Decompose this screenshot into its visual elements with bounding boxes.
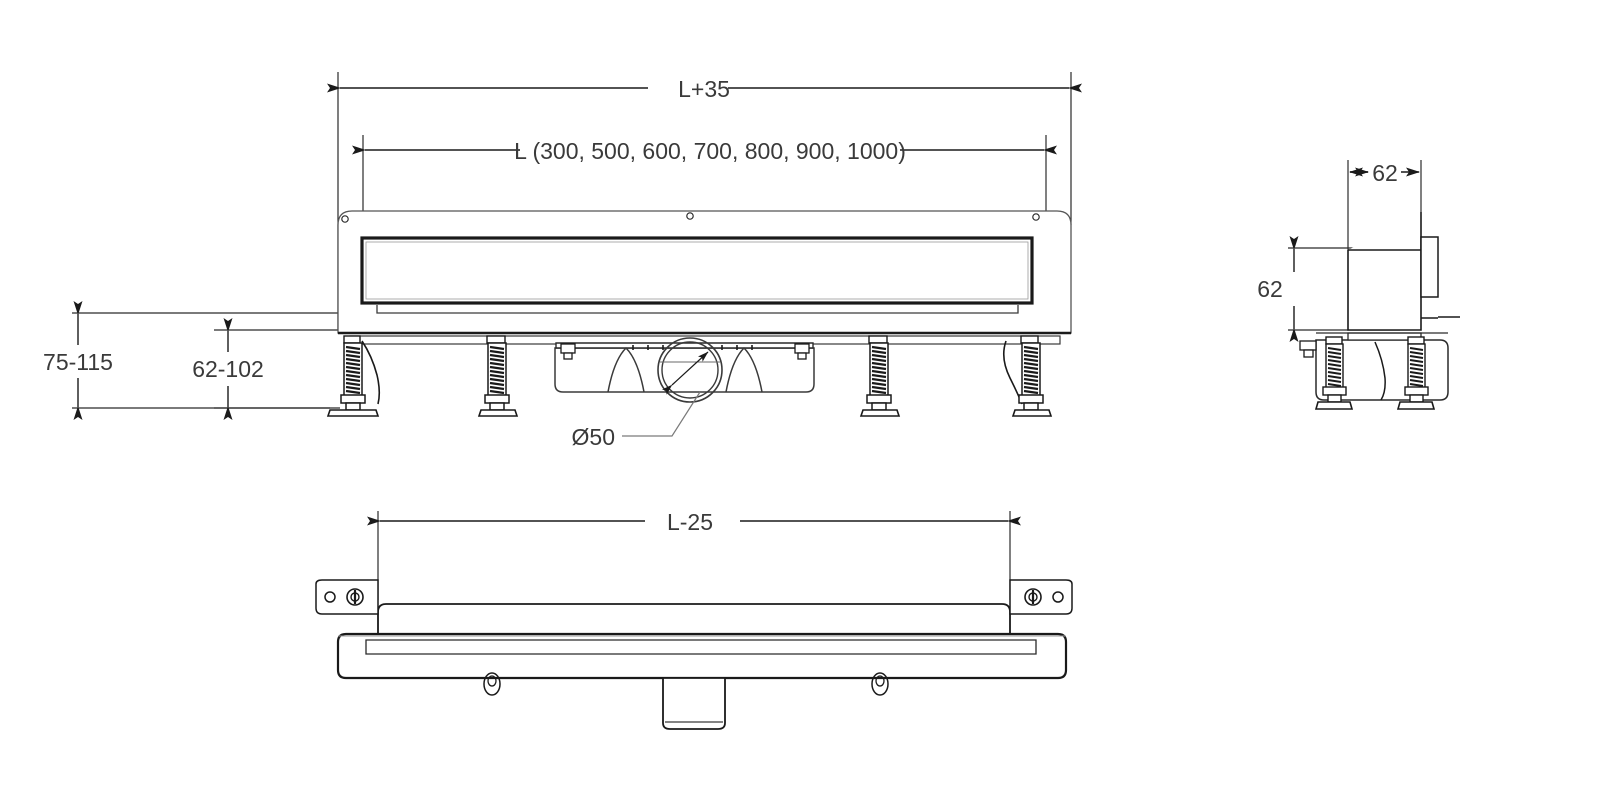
grate-cover-panel — [360, 236, 1034, 314]
trap-baffle-left — [607, 346, 645, 393]
dimension-side-height: 62 — [1257, 236, 1299, 342]
mounting-tab-left — [315, 579, 379, 615]
plan-foot-right — [871, 672, 889, 696]
side-elevation-view: 62 62 — [1257, 160, 1460, 410]
outlet-circle-group: Ø50 — [572, 337, 723, 450]
sump-clamp-left — [560, 343, 576, 360]
side-sump-clamp — [1299, 340, 1317, 358]
adjustable-leg-4 — [1002, 335, 1053, 417]
outlet-spigot-plan — [662, 677, 726, 730]
trap-baffle-right — [725, 346, 763, 393]
outlet-leader-line — [622, 391, 701, 437]
leg-threads-1 — [345, 345, 361, 395]
dimension-label-overall-length: L+35 — [678, 76, 730, 102]
mounting-tab-hole-right — [1052, 591, 1064, 603]
leg-foot-pad-4 — [1011, 409, 1053, 417]
side-adjustable-leg-2 — [1396, 336, 1436, 410]
grate-plate-plan — [377, 603, 1011, 635]
leg-threads-3 — [871, 345, 887, 395]
leg-foot-pad-2 — [477, 409, 519, 417]
dimension-label-body-height: 62-102 — [192, 356, 264, 382]
side-leg-foot-pad-1 — [1314, 401, 1354, 410]
dimension-label-grate-length: L-25 — [667, 509, 713, 535]
leg-foot-pad-3 — [859, 409, 901, 417]
dimension-label-channel-length: L (300, 500, 600, 700, 800, 900, 1000) — [514, 138, 906, 164]
dimension-channel-length: L (300, 500, 600, 700, 800, 900, 1000) — [352, 138, 1057, 164]
bottom-plan-view: L-25 — [315, 509, 1073, 730]
leg-threads-4 — [1023, 345, 1039, 395]
mounting-screw-left — [346, 588, 364, 606]
side-body-profile — [1347, 212, 1460, 331]
side-leg-foot-pad-2 — [1396, 401, 1436, 410]
side-leg-threads-2 — [1409, 347, 1424, 387]
dimension-overall-length: L+35 — [327, 76, 1082, 102]
sump-clamp-right — [794, 343, 810, 360]
adjustable-leg-2 — [477, 335, 519, 417]
sump-top-flange — [555, 342, 814, 349]
flange-screw-hole-left — [341, 215, 349, 223]
channel-body-plan — [336, 632, 1068, 680]
grate-underside-lip — [376, 305, 1019, 314]
dimension-label-total-height: 75-115 — [43, 349, 113, 375]
leg-bracket-arm-1 — [361, 340, 381, 405]
trap-sump-housing — [554, 342, 815, 393]
side-leg-threads-1 — [1327, 347, 1342, 387]
dimension-body-height: 62-102 — [192, 318, 350, 420]
channel-inner-slot-plan — [365, 639, 1037, 655]
side-adjustable-leg-1 — [1314, 336, 1386, 410]
mounting-screw-right — [1024, 588, 1042, 606]
adjustable-leg-group — [326, 335, 1053, 417]
plan-foot-left — [483, 672, 501, 696]
sump-rib-marks — [632, 345, 753, 350]
outlet-diameter-arrow — [661, 351, 709, 395]
outlet-circle-outer — [657, 337, 723, 403]
dimension-label-side-height: 62 — [1257, 276, 1283, 302]
side-flange-edge — [1420, 236, 1439, 298]
mounting-tab-hole-left — [324, 591, 336, 603]
dimension-label-outlet-diameter: Ø50 — [572, 424, 615, 450]
adjustable-leg-1 — [326, 335, 381, 417]
flange-screw-hole-right — [1032, 213, 1040, 221]
dimension-side-width: 62 — [1349, 160, 1420, 186]
leg-threads-2 — [489, 345, 505, 395]
front-elevation-view: L+35 L (300, 500, 600, 700, 800, 900, 10… — [43, 72, 1082, 450]
adjustable-leg-3 — [859, 335, 901, 417]
leg-foot-pad-1 — [326, 409, 380, 417]
mounting-tab-right — [1009, 579, 1073, 615]
flange-screw-hole-center — [686, 212, 694, 220]
dimension-grate-length: L-25 — [367, 509, 1021, 535]
dimension-label-side-width: 62 — [1372, 160, 1398, 186]
